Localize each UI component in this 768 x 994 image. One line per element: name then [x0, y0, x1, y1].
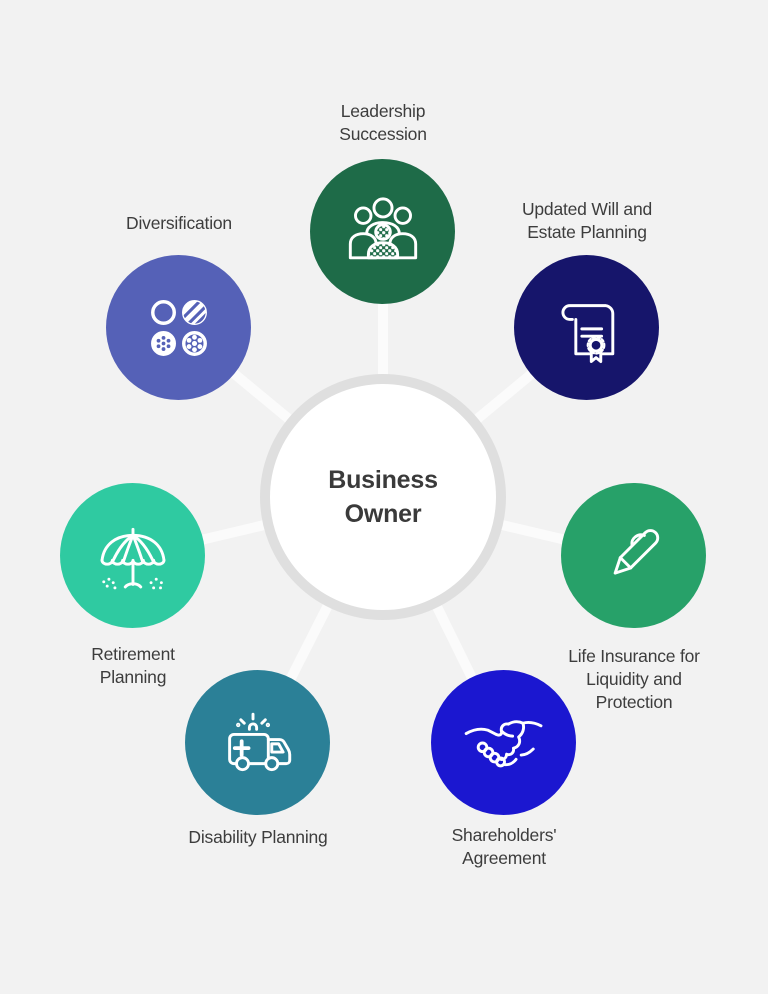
node-diversification: [106, 255, 251, 400]
beach-umbrella-icon: [100, 527, 165, 589]
center-circle: Business Owner: [260, 374, 506, 620]
handshake-icon: [464, 719, 542, 767]
node-estate-planning: [514, 255, 659, 400]
certificate-scroll-icon: [560, 303, 614, 363]
label-estate-planning: Updated Will and Estate Planning: [521, 199, 653, 242]
ambulance-icon: [227, 712, 291, 771]
node-life-insurance: [561, 483, 706, 628]
label-retirement-planning: Retirement Planning: [91, 644, 175, 687]
center-label: Business Owner: [328, 465, 438, 529]
label-shareholders-agreement: Shareholders' Agreement: [451, 825, 557, 868]
node-disability-planning: [185, 670, 330, 815]
pen-icon: [613, 528, 659, 575]
node-retirement-planning: [60, 483, 205, 628]
node-leadership-succession: [310, 159, 455, 304]
label-leadership-succession: Leadership Succession: [339, 101, 427, 144]
label-life-insurance: Life Insurance for Liquidity and Protect…: [568, 646, 700, 712]
label-diversification: Diversification: [126, 213, 232, 233]
node-shareholders-agreement: [431, 670, 576, 815]
diversified-circles-icon: [150, 299, 207, 356]
people-group-icon: [348, 196, 417, 259]
label-disability-planning: Disability Planning: [188, 827, 328, 847]
